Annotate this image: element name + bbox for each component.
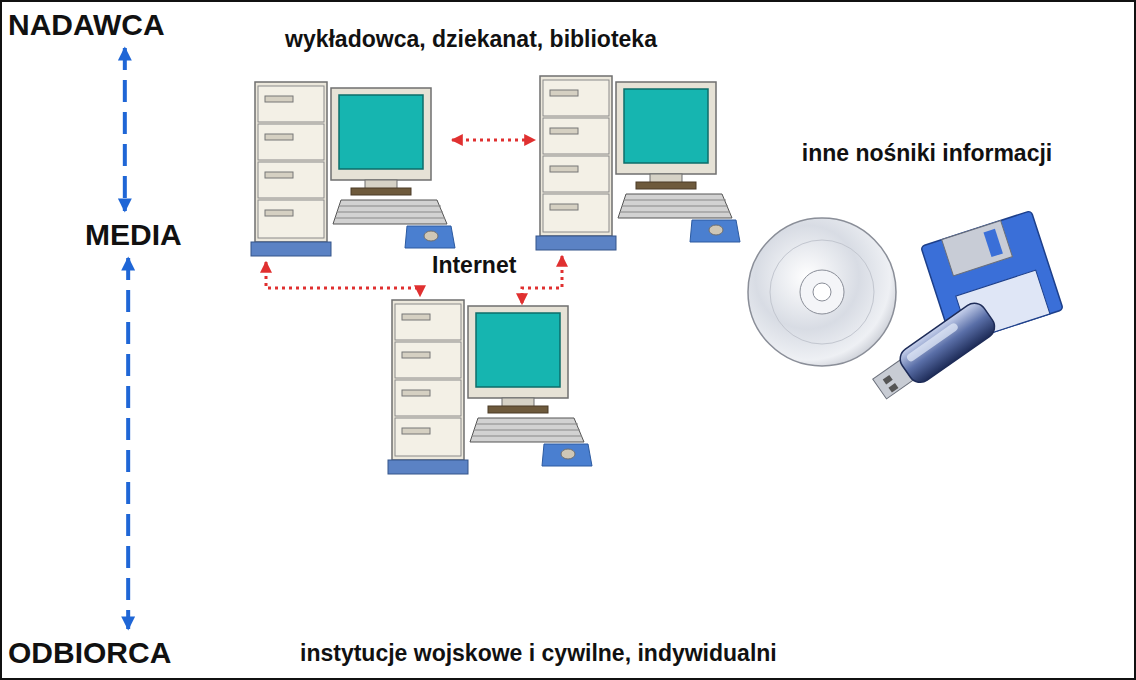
role-label: ODBIORCA bbox=[8, 636, 171, 669]
caption-text: wykładowca, dziekanat, biblioteka bbox=[285, 26, 657, 52]
role-text: MEDIA bbox=[85, 218, 182, 251]
caption-text: Internet bbox=[432, 252, 516, 278]
dashed-arrow bbox=[123, 48, 127, 211]
role-text: ODBIORCA bbox=[8, 636, 171, 669]
role-text: NADAWCA bbox=[8, 8, 165, 41]
dashed-arrow bbox=[126, 258, 130, 629]
caption-text: instytucje wojskowe i cywilne, indywidua… bbox=[300, 640, 777, 666]
role-label: NADAWCA bbox=[8, 8, 165, 41]
caption-text: inne nośniki informacji bbox=[792, 140, 1062, 166]
role-label: MEDIA bbox=[85, 218, 182, 251]
